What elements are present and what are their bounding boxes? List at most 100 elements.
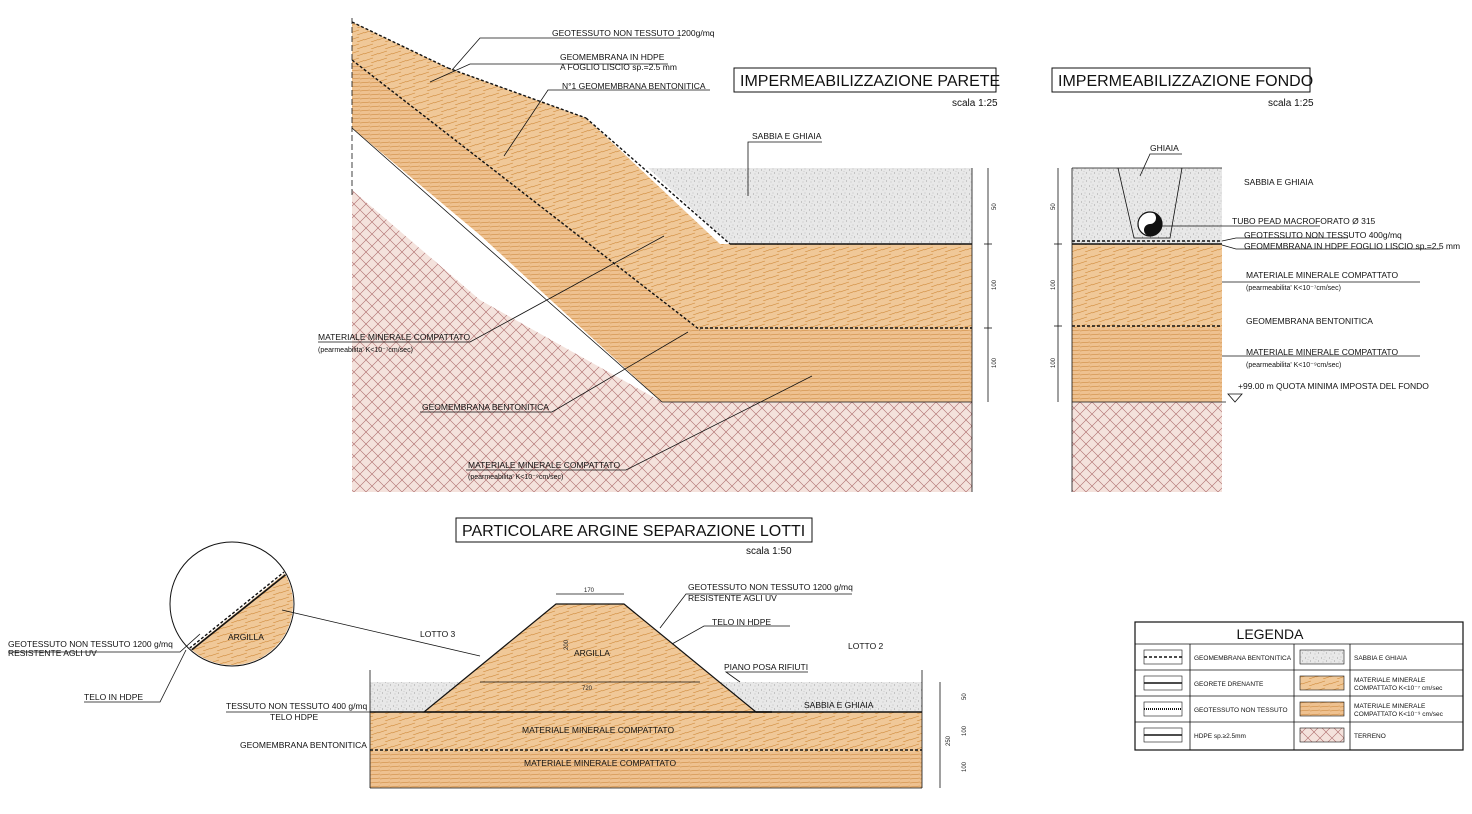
bank-embankment — [422, 603, 758, 713]
floor-clay-upper — [1072, 244, 1222, 328]
leader-detail-geo — [8, 633, 201, 653]
wall-label-mat2-perm: (pearmeabilita' K<10⁻⁹cm/sec) — [468, 474, 563, 481]
wall-dim-3: 100 — [992, 357, 998, 368]
wall-label-bentonite: GEOMEMBRANA BENTONITICA — [422, 402, 549, 412]
floor-label-geotextile: GEOTESSUTO NON TESSUTO 400g/mq — [1244, 230, 1402, 240]
bank-dim-1: 50 — [962, 693, 968, 700]
floor-label-mat1: MATERIALE MINERALE COMPATTATO — [1246, 270, 1398, 280]
legend-swatch-gravel — [1299, 649, 1345, 665]
bank-label-geo-1: GEOTESSUTO NON TESSUTO 1200 g/mq — [688, 582, 853, 592]
wall-title: IMPERMEABILIZZAZIONE PARETE — [740, 73, 1000, 90]
leader-bank-geo — [659, 593, 852, 629]
leader-detail-telo — [84, 649, 187, 703]
floor-label-mat2-perm: (pearmeabilita' K<10⁻⁹cm/sec) — [1246, 362, 1341, 369]
leader-bentonite — [420, 331, 689, 413]
legend-label-geotextile: GEOTESSUTO NON TESSUTO — [1194, 707, 1288, 714]
wall-label-sand: SABBIA E GHIAIA — [752, 131, 822, 141]
leader-bank-telo — [671, 625, 790, 645]
floor-trench-line — [1117, 167, 1183, 239]
detail-clay — [171, 566, 293, 665]
floor-label-mat2: MATERIALE MINERALE COMPATTATO — [1246, 347, 1398, 357]
wall-gravel — [648, 168, 972, 244]
bank-label-lotto3: LOTTO 3 — [420, 629, 456, 639]
detail-label-geo-1: GEOTESSUTO NON TESSUTO 1200 g/mq — [8, 639, 173, 649]
bank-label-telo: TELO IN HDPE — [712, 617, 771, 627]
floor-section: 50 100 100 GHIAIA SABBIA E GHIAIA TUBO P… — [1051, 67, 1460, 492]
bank-clay-lower — [370, 752, 922, 788]
wall-label-hdpe-1: GEOMEMBRANA IN HDPE — [560, 52, 665, 62]
floor-title-box — [1051, 67, 1311, 93]
floor-title: IMPERMEABILIZZAZIONE FONDO — [1058, 73, 1313, 90]
floor-label-quota: +99.00 m QUOTA MINIMA IMPOSTA DEL FONDO — [1238, 381, 1429, 391]
legend-swatch-clay9 — [1299, 701, 1345, 717]
bank-label-tessuto-2: TELO HDPE — [270, 712, 319, 722]
detail-label-geo-2: RESISTENTE AGLI UV — [8, 648, 97, 658]
legend-label-soil: TERRENO — [1354, 733, 1386, 740]
legend-label-clay7-2: COMPATTATO K<10⁻⁷ cm/sec — [1354, 685, 1443, 692]
floor-dim-1: 50 — [1051, 203, 1057, 210]
leader-bentonite-n1 — [503, 89, 710, 157]
leader-geotextile — [451, 37, 680, 71]
bank-dim-base: 720 — [582, 686, 593, 692]
wall-scale: scala 1:25 — [952, 98, 998, 109]
bank-label-bentonite: GEOMEMBRANA BENTONITICA — [240, 740, 367, 750]
bank-title-box — [455, 517, 813, 543]
legend-swatch-soil — [1299, 727, 1345, 743]
wall-geotextile-line — [351, 21, 449, 69]
wall-geotextile-line-3 — [585, 117, 731, 245]
detail-label-argilla: ARGILLA — [228, 632, 264, 642]
legend-swatch-clay7 — [1299, 675, 1345, 691]
bank-label-lotto2: LOTTO 2 — [848, 641, 884, 651]
bank-label-mat1: MATERIALE MINERALE COMPATTATO — [522, 725, 674, 735]
wall-title-box — [733, 67, 997, 93]
level-marker-icon — [1227, 393, 1243, 403]
floor-label-mat1-perm: (pearmeabilita' K<10⁻⁷cm/sec) — [1246, 285, 1341, 292]
wall-soil — [352, 128, 972, 492]
bank-label-tessuto-1: TESSUTO NON TESSUTO 400 g/mq — [226, 701, 368, 711]
leader-mat2 — [466, 375, 813, 471]
bank-scale: scala 1:50 — [746, 546, 792, 557]
floor-dim-3: 100 — [1051, 357, 1057, 368]
bank-dim-top: 170 — [584, 588, 595, 594]
bank-label-piano: PIANO POSA RIFIUTI — [724, 662, 808, 672]
leader-hdpe — [429, 63, 668, 83]
wall-clay-lower — [352, 60, 972, 402]
floor-clay-lower — [1072, 328, 1222, 402]
wall-clay-upper — [352, 22, 972, 330]
bank-title: PARTICOLARE ARGINE SEPARAZIONE LOTTI — [462, 523, 805, 540]
legend: LEGENDA GEOMEMBRANA BENTONITICA SABBIA E… — [1134, 621, 1464, 751]
wall-geotextile-line-2 — [447, 67, 587, 119]
wall-label-mat2: MATERIALE MINERALE COMPATTATO — [468, 460, 620, 470]
bank-label-argilla: ARGILLA — [574, 648, 610, 658]
wall-label-mat1: MATERIALE MINERALE COMPATTATO — [318, 332, 470, 342]
legend-label-clay9-2: COMPATTATO K<10⁻⁹ cm/sec — [1354, 711, 1444, 718]
leader-floor-geotextile — [1221, 237, 1348, 242]
bank-dim-3: 250 — [946, 735, 952, 746]
floor-label-hdpe: GEOMEMBRANA IN HDPE FOGLIO LISCIO sp.=2.… — [1244, 241, 1460, 251]
bank-dim-2: 100 — [962, 725, 968, 736]
wall-label-hdpe-2: A FOGLIO LISCIO sp.=2.5 mm — [560, 62, 677, 72]
wall-section: 50 100 100 GEOTESSUTO NON TESSUTO 1200g/… — [318, 18, 1000, 492]
wall-bentonite-line — [351, 59, 701, 331]
detail-label-telo: TELO IN HDPE — [84, 692, 143, 702]
bank-section: 170 200 720 50 100 250 100 ARGILLA GEOTE… — [8, 517, 968, 789]
wall-dim-1: 50 — [992, 203, 998, 210]
leader-sand — [747, 141, 822, 196]
legend-label-bentonite: GEOMEMBRANA BENTONITICA — [1194, 655, 1292, 662]
legend-label-clay7-1: MATERIALE MINERALE — [1354, 677, 1426, 684]
leader-bank-piano — [724, 671, 808, 683]
wall-label-mat1-perm: (pearmeabilita' K<10⁻⁷cm/sec) — [318, 347, 413, 354]
legend-label-gravel: SABBIA E GHIAIA — [1354, 655, 1408, 662]
leader-floor-hdpe — [1221, 244, 1440, 250]
floor-label-ghiaia: GHIAIA — [1150, 143, 1179, 153]
wall-label-geotextile: GEOTESSUTO NON TESSUTO 1200g/mq — [552, 28, 715, 38]
detail-geotextile-line — [171, 563, 293, 665]
leader-floor-ghiaia — [1139, 153, 1182, 177]
bank-label-geo-2: RESISTENTE AGLI UV — [688, 593, 777, 603]
wall-label-bentonite-n1: N°1 GEOMEMBRANA BENTONITICA — [562, 81, 706, 91]
floor-label-sand: SABBIA E GHIAIA — [1244, 177, 1314, 187]
detail-hdpe-line — [173, 567, 293, 665]
wall-base-slope-line — [351, 127, 663, 403]
wall-dim-2: 100 — [992, 279, 998, 290]
